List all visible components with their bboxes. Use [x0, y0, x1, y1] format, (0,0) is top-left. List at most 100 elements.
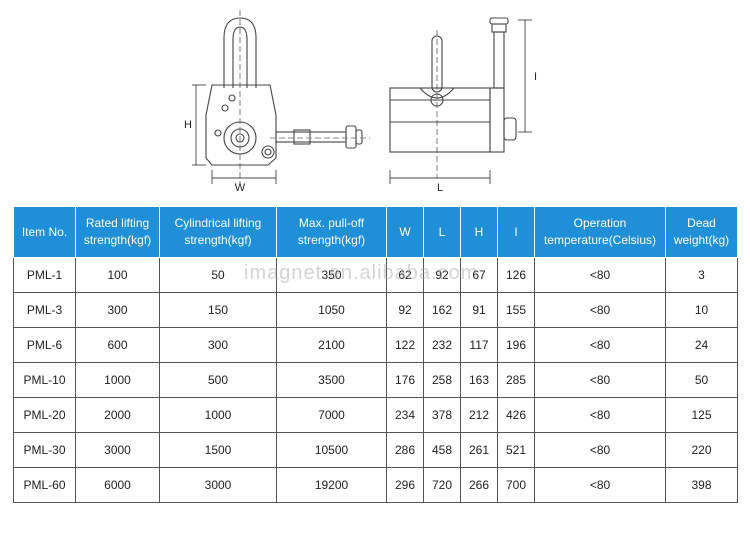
table-cell: 300 — [75, 292, 160, 328]
table-cell: PML-1 — [13, 257, 76, 293]
table-cell: 398 — [665, 467, 738, 503]
table-cell: 196 — [497, 327, 535, 363]
table-cell: 24 — [665, 327, 738, 363]
table-cell: 296 — [386, 467, 424, 503]
column-header-line2: strength(kgf) — [184, 233, 252, 247]
table-cell: 10 — [665, 292, 738, 328]
table-cell: 286 — [386, 432, 424, 468]
column-header-line2: strength(kgf) — [297, 233, 366, 247]
table-cell: 1000 — [159, 397, 277, 433]
table-cell: 720 — [423, 467, 461, 503]
table-cell: 50 — [159, 257, 277, 293]
table-cell: 6000 — [75, 467, 160, 503]
column-header-line1: H — [474, 224, 484, 239]
table-cell: 122 — [386, 327, 424, 363]
table-cell: 7000 — [276, 397, 387, 433]
table-cell: PML-60 — [13, 467, 76, 503]
table-cell: 100 — [75, 257, 160, 293]
table-cell: 10500 — [276, 432, 387, 468]
table-cell: 220 — [665, 432, 738, 468]
column-header: Cylindrical lifting strength(kgf) — [159, 206, 277, 258]
table-cell: 91 — [460, 292, 498, 328]
table-cell: 19200 — [276, 467, 387, 503]
table-cell: <80 — [534, 432, 666, 468]
table-cell: 258 — [423, 362, 461, 398]
height-dim-label: H — [184, 119, 192, 131]
table-cell: 50 — [665, 362, 738, 398]
width-dim-label: W — [235, 182, 246, 194]
column-header: Dead weight(kg) — [665, 206, 738, 258]
column-header: Rated lifting strength(kgf) — [75, 206, 160, 258]
table-cell: 3000 — [75, 432, 160, 468]
length-dim-label: L — [437, 182, 443, 194]
table-cell: <80 — [534, 467, 666, 503]
table-cell: 150 — [159, 292, 277, 328]
table-cell: <80 — [534, 362, 666, 398]
table-cell: 92 — [386, 292, 424, 328]
table-cell: 62 — [386, 257, 424, 293]
column-header-line2: weight(kg) — [673, 233, 730, 247]
column-header: I — [497, 206, 535, 258]
table-cell: 232 — [423, 327, 461, 363]
table-cell: 126 — [497, 257, 535, 293]
column-header-line2: strength(kgf) — [83, 233, 152, 247]
table-cell: 1050 — [276, 292, 387, 328]
table-cell: 261 — [460, 432, 498, 468]
table-cell: 426 — [497, 397, 535, 433]
table-cell: PML-10 — [13, 362, 76, 398]
table-cell: PML-6 — [13, 327, 76, 363]
table-cell: 92 — [423, 257, 461, 293]
column-header-line1: Cylindrical lifting — [174, 216, 262, 230]
column-header-line1: L — [438, 224, 446, 239]
table-cell: 285 — [497, 362, 535, 398]
column-header-line1: Max. pull-off — [298, 216, 365, 230]
column-header: L — [423, 206, 461, 258]
table-cell: 500 — [159, 362, 277, 398]
column-header: Operation temperature(Celsius) — [534, 206, 666, 258]
table-cell: 162 — [423, 292, 461, 328]
table-cell: 700 — [497, 467, 535, 503]
table-cell: 300 — [159, 327, 277, 363]
table-cell: 67 — [460, 257, 498, 293]
table-cell: <80 — [534, 397, 666, 433]
front-view-diagram: H W — [184, 10, 370, 194]
table-cell: 2000 — [75, 397, 160, 433]
table-cell: 521 — [497, 432, 535, 468]
column-header: Item No. — [13, 206, 76, 258]
table-cell: <80 — [534, 292, 666, 328]
table-cell: 234 — [386, 397, 424, 433]
table-cell: <80 — [534, 257, 666, 293]
table-cell: <80 — [534, 327, 666, 363]
column-header-line1: I — [514, 224, 518, 239]
table-cell: 212 — [460, 397, 498, 433]
column-header: H — [460, 206, 498, 258]
table-cell: PML-20 — [13, 397, 76, 433]
column-header-line1: Operation — [573, 216, 627, 230]
table-cell: 600 — [75, 327, 160, 363]
column-header-line1: Item No. — [21, 224, 68, 239]
table-cell: 458 — [423, 432, 461, 468]
column-header-line1: Dead — [687, 216, 716, 230]
column-header: Max. pull-off strength(kgf) — [276, 206, 387, 258]
table-cell: PML-3 — [13, 292, 76, 328]
product-diagrams: H W — [0, 0, 750, 200]
table-cell: 3500 — [276, 362, 387, 398]
table-cell: 176 — [386, 362, 424, 398]
table-cell: PML-30 — [13, 432, 76, 468]
table-cell: 3 — [665, 257, 738, 293]
table-cell: 266 — [460, 467, 498, 503]
column-header: W — [386, 206, 424, 258]
table-cell: 378 — [423, 397, 461, 433]
column-header-line2: temperature(Celsius) — [543, 233, 657, 247]
side-view-diagram: I L — [389, 17, 537, 194]
column-header-line1: Rated lifting — [85, 216, 150, 230]
